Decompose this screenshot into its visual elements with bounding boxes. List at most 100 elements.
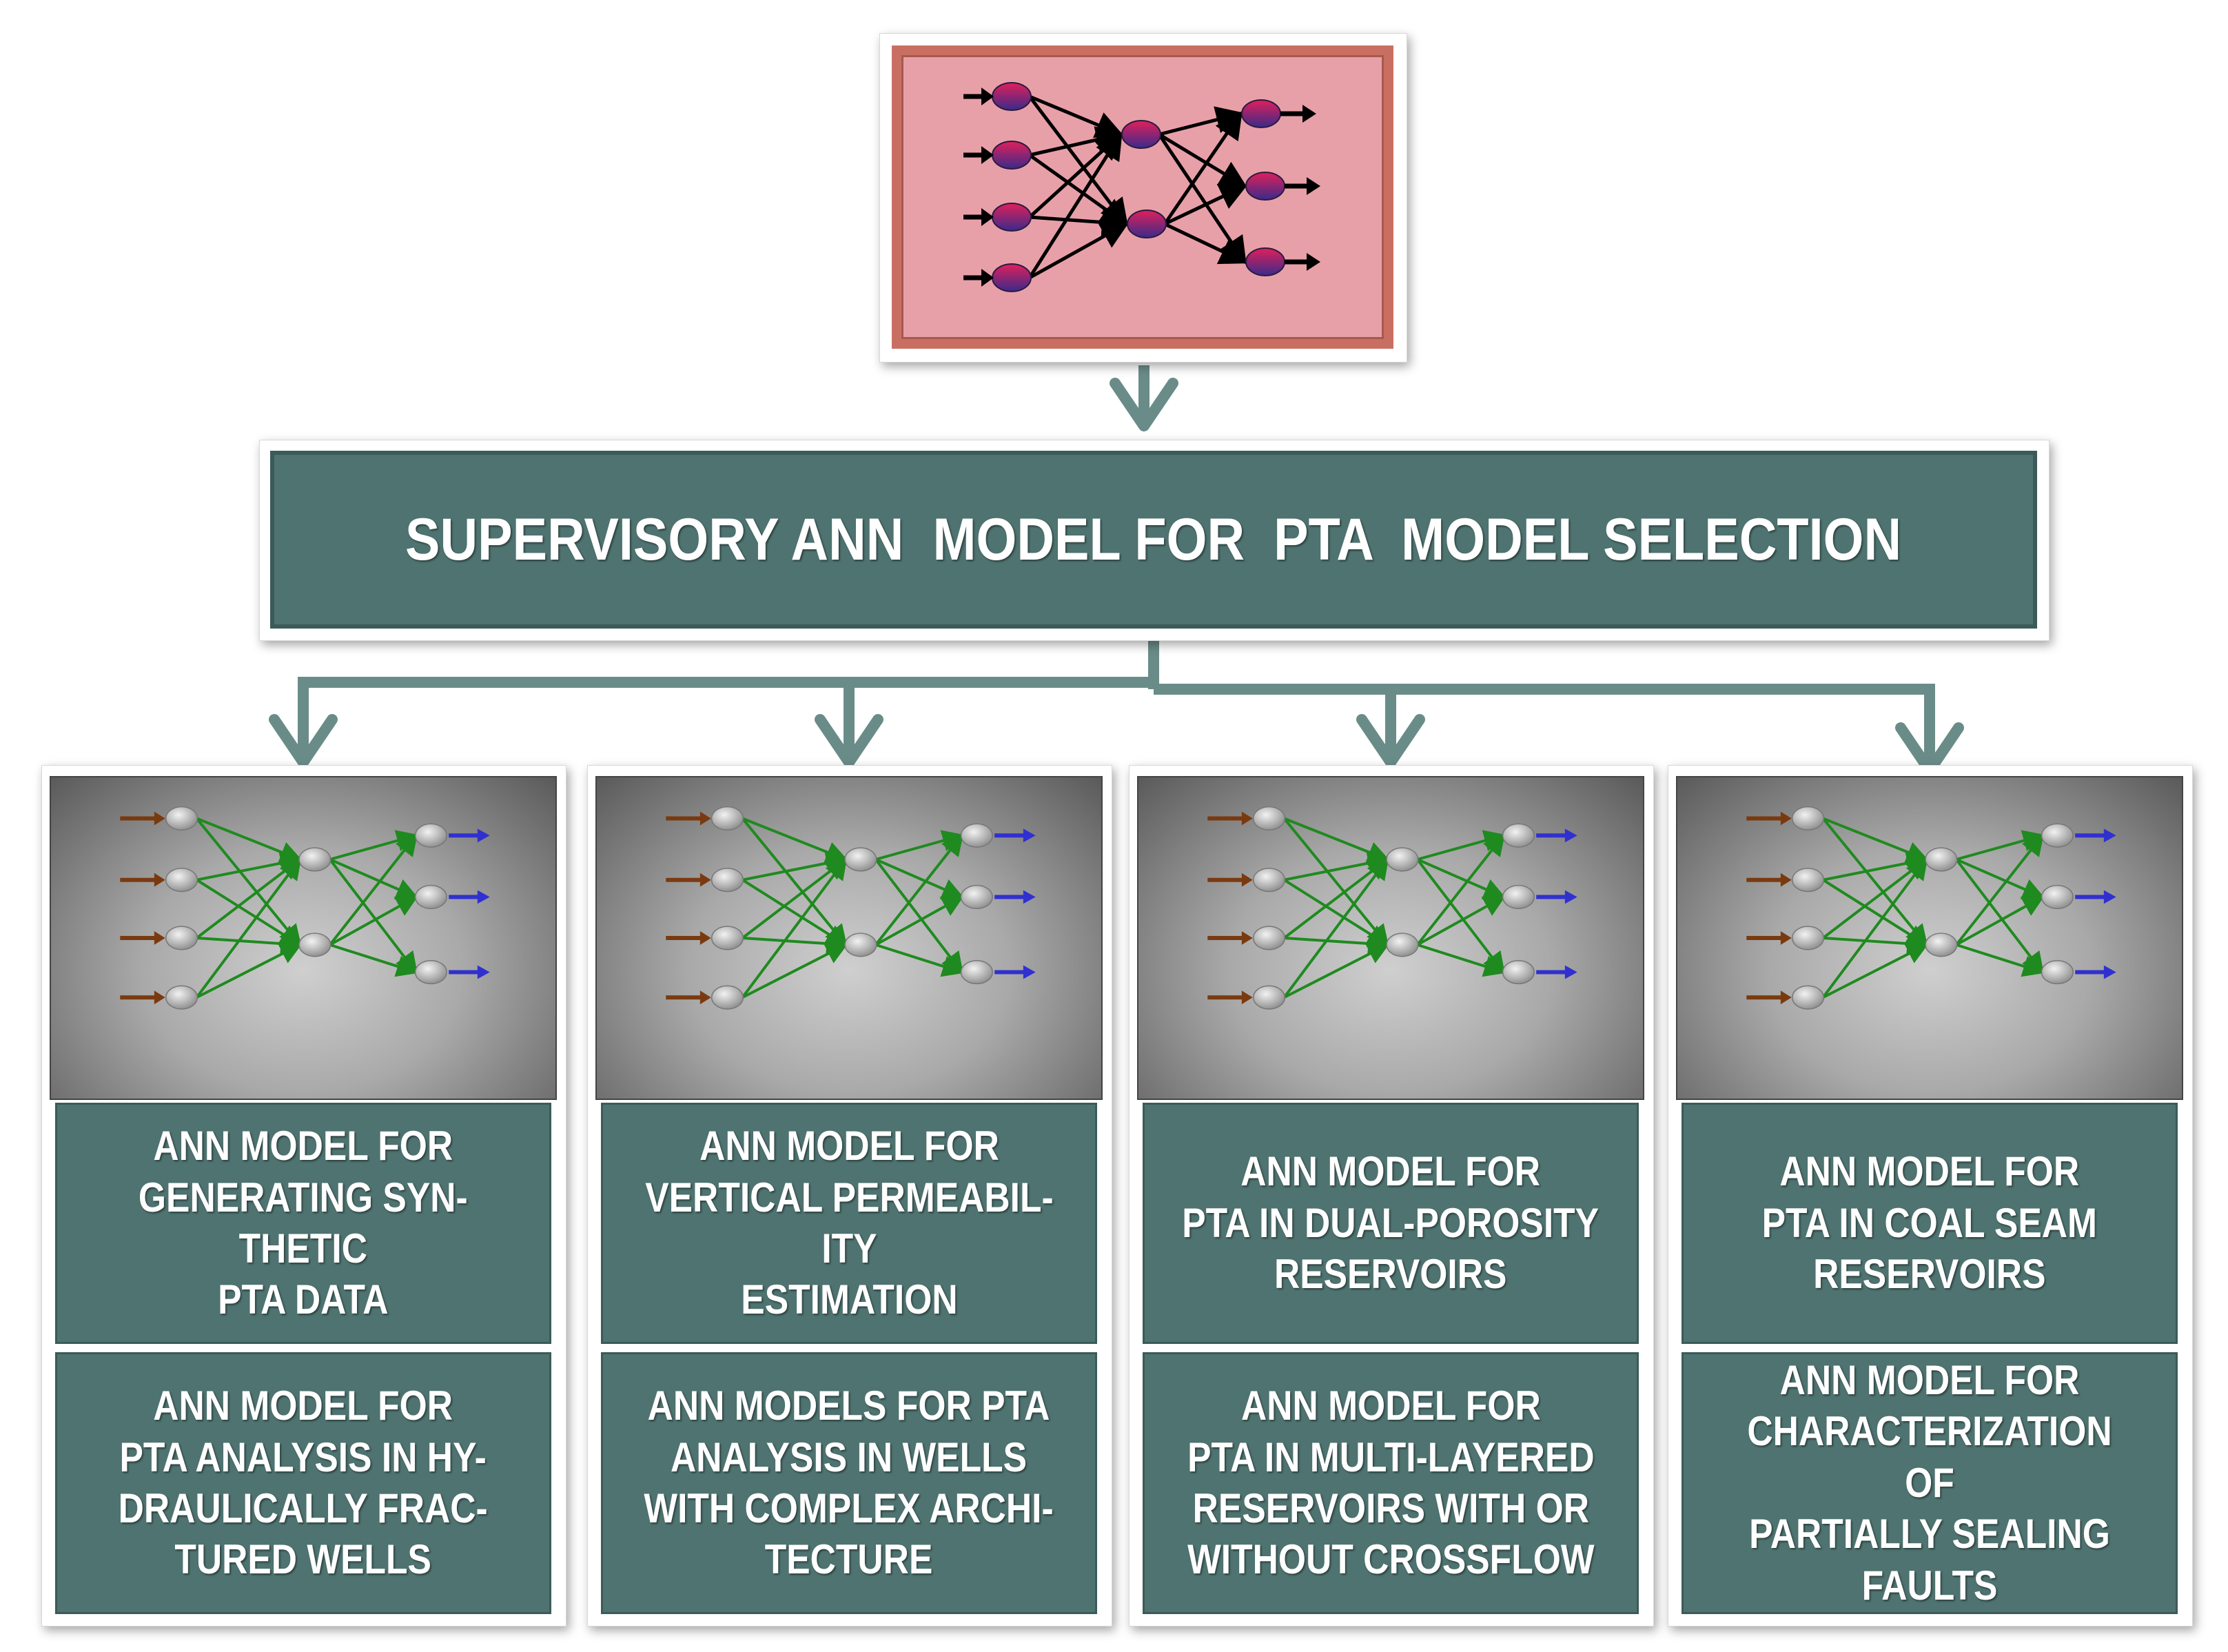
network-edge — [1028, 153, 1130, 226]
network-edge — [196, 932, 303, 955]
network-edge — [1955, 858, 2045, 899]
network-node — [711, 926, 744, 950]
output-arrowhead — [477, 890, 490, 904]
upper-model-box: ANN MODEL FOR GENERATING SYN- THETIC PTA… — [55, 1103, 551, 1344]
network-node — [1127, 210, 1167, 238]
chevron-down-arrow-icon — [269, 714, 338, 768]
network-edge — [742, 932, 848, 955]
network-node — [298, 847, 331, 872]
network-edge — [1955, 858, 2045, 975]
network-edge — [1282, 857, 1389, 999]
network-node — [414, 959, 447, 985]
input-arrowhead — [1241, 931, 1253, 945]
network-node — [1252, 806, 1286, 831]
network-node — [165, 806, 198, 831]
chevron-down-arrow-icon — [815, 714, 883, 768]
upper-model-label: ANN MODEL FOR GENERATING SYN- THETIC PTA… — [139, 1123, 468, 1323]
network-edge — [1158, 132, 1248, 188]
lower-model-box: ANN MODEL FOR PTA IN MULTI-LAYERED RESER… — [1143, 1352, 1639, 1614]
network-node — [414, 884, 447, 910]
network-node — [1252, 926, 1286, 950]
column-network-panel — [50, 776, 557, 1100]
output-arrowhead — [1307, 177, 1320, 195]
input-arrowhead — [1241, 873, 1253, 887]
network-edge — [1282, 817, 1389, 947]
input-arrowhead — [699, 931, 711, 945]
upper-model-label: ANN MODEL FOR PTA IN DUAL-POROSITY RESER… — [1182, 1148, 1600, 1298]
network-node — [2041, 884, 2074, 910]
lower-model-label: ANN MODEL FOR PTA ANALYSIS IN HY- DRAULI… — [118, 1383, 489, 1583]
network-edge — [1956, 830, 2045, 861]
network-edge — [329, 830, 419, 861]
output-arrowhead — [1023, 890, 1036, 904]
network-edge — [1822, 944, 1929, 999]
input-arrowhead — [1241, 990, 1253, 1005]
network-edge — [329, 895, 419, 946]
network-node — [1925, 847, 1958, 872]
network-edge — [1822, 879, 1929, 947]
network-edge — [875, 858, 965, 899]
network-node — [992, 263, 1032, 292]
output-arrowhead — [1307, 253, 1320, 271]
network-edge — [1823, 932, 1929, 955]
network-node — [1386, 932, 1419, 957]
network-node — [960, 959, 993, 985]
network-node — [1502, 959, 1535, 985]
network-node — [165, 868, 198, 893]
lower-model-label: ANN MODELS FOR PTA ANALYSIS IN WELLS WIT… — [644, 1383, 1054, 1583]
input-arrowhead — [1780, 990, 1792, 1005]
network-edge — [196, 944, 303, 999]
network-node — [960, 884, 993, 910]
network-edge — [329, 833, 418, 946]
network-node — [1791, 868, 1825, 893]
network-edge — [1163, 183, 1248, 226]
network-edge — [329, 944, 419, 977]
lower-model-box: ANN MODEL FOR PTA ANALYSIS IN HY- DRAULI… — [55, 1352, 551, 1614]
lower-model-label: ANN MODEL FOR CHARACTERIZATION OF PARTIA… — [1747, 1357, 2112, 1609]
input-arrowhead — [981, 146, 994, 164]
network-node — [2041, 823, 2074, 848]
output-arrowhead — [477, 828, 490, 843]
network-edge — [196, 879, 303, 947]
lower-model-box: ANN MODEL FOR CHARACTERIZATION OF PARTIA… — [1682, 1352, 2178, 1614]
network-node — [960, 823, 993, 848]
network-edge — [741, 817, 848, 947]
output-arrowhead — [1023, 828, 1036, 843]
network-node — [1252, 868, 1286, 893]
network-edge — [195, 857, 302, 999]
output-arrowhead — [2103, 828, 2116, 843]
input-arrowhead — [1780, 811, 1792, 826]
input-arrowhead — [1780, 931, 1792, 945]
supervisory-model-box: SUPERVISORY ANN MODEL FOR PTA MODEL SELE… — [270, 451, 2037, 629]
network-edge — [875, 858, 964, 975]
neural-network-icon — [666, 806, 1036, 1010]
network-node — [1502, 884, 1535, 910]
chevron-down-arrow-icon — [1356, 714, 1425, 768]
output-arrowhead — [1564, 828, 1577, 843]
network-edge — [875, 833, 964, 946]
network-edge — [1955, 895, 2045, 946]
network-node — [1386, 847, 1419, 872]
neural-network-icon — [963, 82, 1320, 292]
network-node — [298, 932, 331, 957]
column-network-panel — [1137, 776, 1644, 1100]
network-edge — [1417, 944, 1506, 977]
network-edge — [1283, 879, 1390, 947]
network-edge — [742, 879, 848, 947]
network-edge — [875, 830, 965, 861]
output-arrowhead — [1564, 965, 1577, 979]
network-node — [992, 203, 1032, 232]
network-node — [992, 141, 1032, 170]
output-arrowhead — [1302, 105, 1316, 123]
network-edge — [1163, 222, 1248, 265]
output-arrowhead — [1564, 890, 1577, 904]
network-node — [2041, 959, 2074, 985]
network-node — [1502, 823, 1535, 848]
neural-network-icon — [120, 806, 490, 1010]
connector-line — [298, 677, 1154, 758]
network-edge — [1029, 208, 1130, 236]
network-edge — [741, 857, 848, 999]
network-edge — [875, 944, 965, 977]
network-node — [992, 82, 1032, 111]
network-node — [165, 985, 198, 1010]
